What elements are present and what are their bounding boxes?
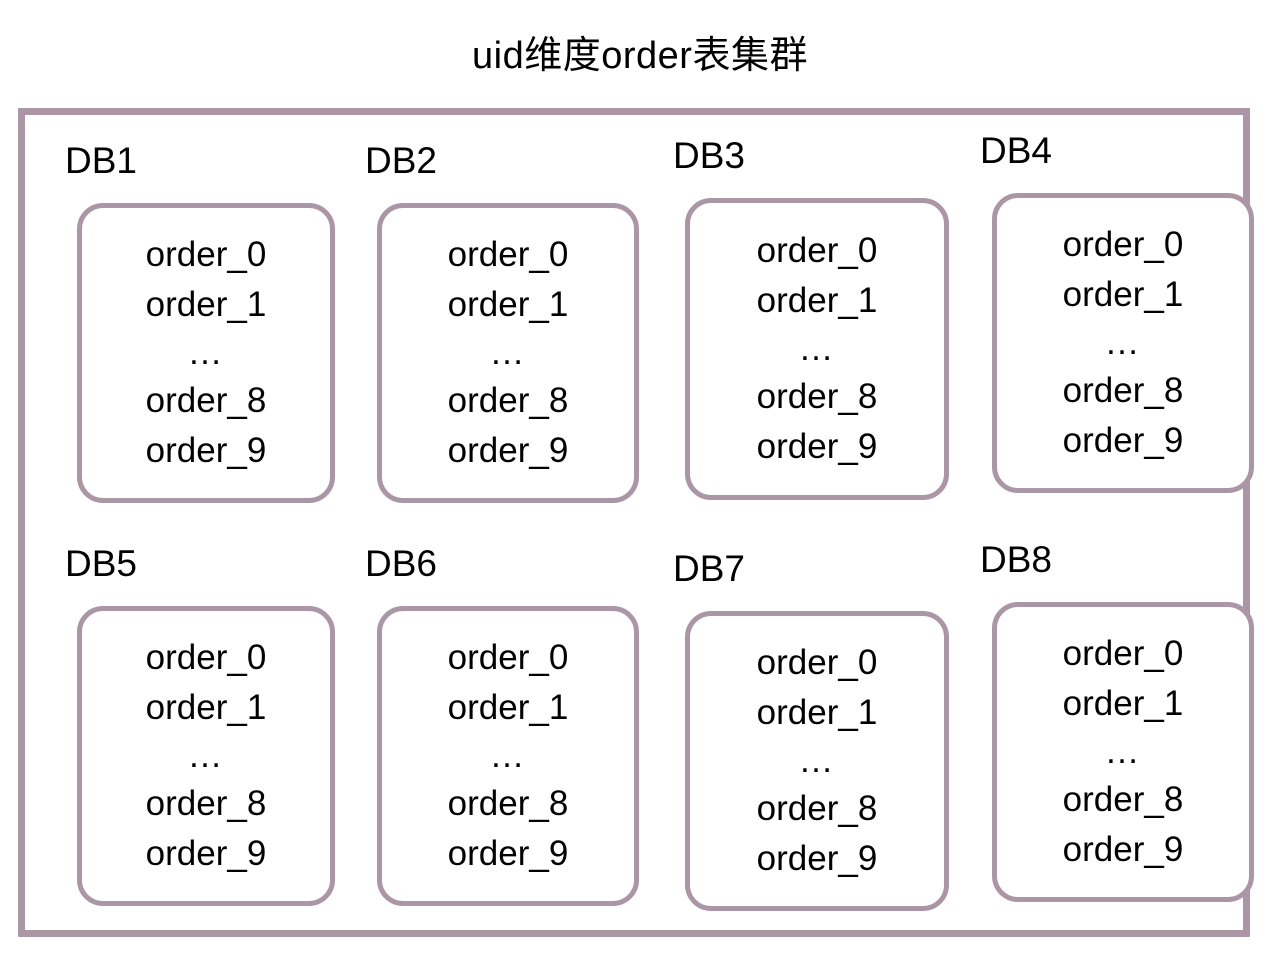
db-label-db4: DB4	[980, 130, 1052, 171]
db-box-db7: order_0 order_1 … order_8 order_9	[685, 611, 949, 911]
table-item-ellipsis: …	[187, 333, 225, 372]
table-list-db4: order_0 order_1 … order_8 order_9	[997, 220, 1249, 466]
db-label-db7: DB7	[673, 548, 745, 589]
db-box-db1: order_0 order_1 … order_8 order_9	[77, 203, 335, 503]
table-item: order_0	[145, 638, 267, 677]
table-item-ellipsis: …	[1104, 732, 1142, 771]
table-item: order_8	[1062, 780, 1184, 819]
db-label-db1: DB1	[65, 140, 137, 181]
table-list-db6: order_0 order_1 … order_8 order_9	[382, 633, 634, 879]
db-label-db8: DB8	[980, 539, 1052, 580]
table-item-ellipsis: …	[798, 329, 836, 368]
db-box-db4: order_0 order_1 … order_8 order_9	[992, 193, 1254, 493]
table-item: order_9	[145, 431, 267, 470]
table-list-db7: order_0 order_1 … order_8 order_9	[690, 638, 944, 884]
db-box-db5: order_0 order_1 … order_8 order_9	[77, 606, 335, 906]
db-box-db6: order_0 order_1 … order_8 order_9	[377, 606, 639, 906]
table-item: order_8	[1062, 371, 1184, 410]
table-item: order_9	[1062, 830, 1184, 869]
table-item: order_8	[447, 784, 569, 823]
table-item: order_1	[447, 688, 569, 727]
db-box-db8: order_0 order_1 … order_8 order_9	[992, 602, 1254, 902]
cluster-container: DB1 order_0 order_1 … order_8 order_9 DB…	[18, 108, 1254, 937]
table-item: order_9	[447, 431, 569, 470]
table-list-db1: order_0 order_1 … order_8 order_9	[82, 230, 330, 476]
table-item: order_1	[1062, 684, 1184, 723]
table-item: order_1	[145, 285, 267, 324]
db-label-db5: DB5	[65, 543, 137, 584]
table-item: order_9	[447, 834, 569, 873]
table-item-ellipsis: …	[1104, 323, 1142, 362]
table-item-ellipsis: …	[187, 736, 225, 775]
table-item: order_1	[756, 281, 878, 320]
table-item: order_0	[447, 638, 569, 677]
db-label-db6: DB6	[365, 543, 437, 584]
table-item: order_0	[756, 231, 878, 270]
table-item: order_1	[756, 693, 878, 732]
table-list-db3: order_0 order_1 … order_8 order_9	[690, 226, 944, 472]
table-item: order_8	[145, 381, 267, 420]
table-item: order_1	[145, 688, 267, 727]
table-item: order_0	[1062, 634, 1184, 673]
table-item: order_9	[145, 834, 267, 873]
db-box-db2: order_0 order_1 … order_8 order_9	[377, 203, 639, 503]
diagram-title: uid维度order表集群	[472, 35, 808, 77]
table-list-db8: order_0 order_1 … order_8 order_9	[997, 629, 1249, 875]
table-item: order_9	[756, 839, 878, 878]
table-item: order_8	[447, 381, 569, 420]
table-item-ellipsis: …	[798, 741, 836, 780]
table-item: order_1	[1062, 275, 1184, 314]
table-item-ellipsis: …	[489, 736, 527, 775]
table-item: order_0	[447, 235, 569, 274]
db-label-db2: DB2	[365, 140, 437, 181]
table-item: order_9	[756, 427, 878, 466]
table-list-db2: order_0 order_1 … order_8 order_9	[382, 230, 634, 476]
table-item: order_0	[1062, 225, 1184, 264]
table-item: order_1	[447, 285, 569, 324]
table-item-ellipsis: …	[489, 333, 527, 372]
table-item: order_8	[145, 784, 267, 823]
table-item: order_8	[756, 377, 878, 416]
table-list-db5: order_0 order_1 … order_8 order_9	[82, 633, 330, 879]
table-item: order_8	[756, 789, 878, 828]
table-item: order_9	[1062, 421, 1184, 460]
db-box-db3: order_0 order_1 … order_8 order_9	[685, 198, 949, 500]
table-item: order_0	[756, 643, 878, 682]
db-label-db3: DB3	[673, 135, 745, 176]
table-item: order_0	[145, 235, 267, 274]
